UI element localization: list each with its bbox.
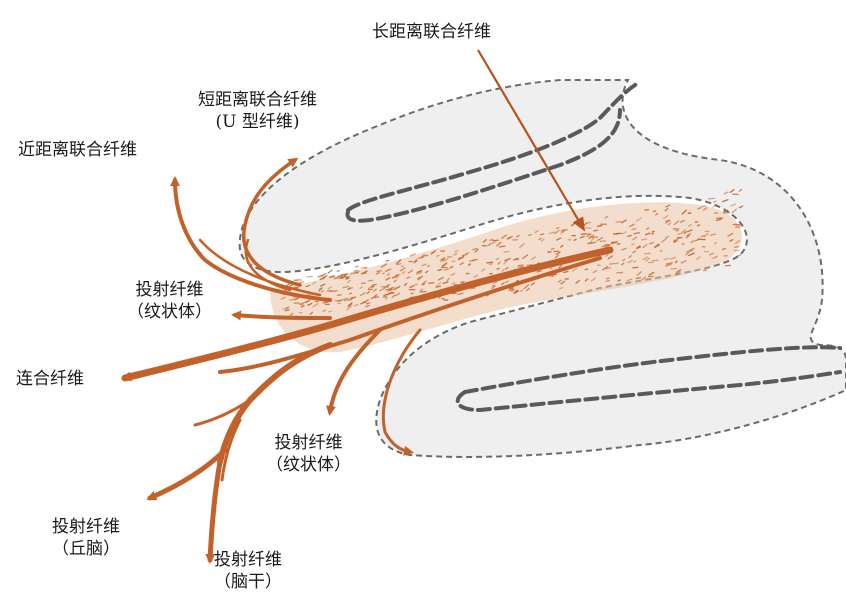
speckle	[397, 264, 401, 265]
speckle	[354, 270, 357, 271]
speckle	[618, 280, 620, 281]
speckle	[455, 251, 458, 252]
label-projection-thalamus: 投射纤维 （丘脑）	[52, 516, 120, 560]
speckle	[682, 244, 684, 245]
speckle	[438, 270, 441, 271]
speckle	[377, 271, 381, 272]
label-projection-brainstem: 投射纤维 （脑干）	[214, 549, 282, 593]
speckle	[606, 268, 611, 269]
speckle	[367, 303, 370, 304]
speckle	[529, 234, 531, 235]
speckle	[616, 263, 618, 264]
speckle	[607, 278, 609, 279]
speckle	[674, 241, 677, 242]
speckle	[425, 255, 428, 256]
speckle	[462, 255, 464, 256]
speckle	[632, 229, 636, 230]
label-long-association: 长距离联合纤维	[372, 21, 491, 43]
speckle	[632, 244, 634, 245]
speckle	[500, 246, 505, 247]
speckle	[594, 230, 598, 231]
speckle	[671, 268, 676, 269]
speckle	[299, 282, 304, 283]
speckle	[713, 206, 715, 207]
speckle	[307, 276, 312, 277]
speckle	[587, 222, 591, 223]
speckle	[333, 291, 337, 292]
speckle	[610, 263, 615, 264]
speckle	[552, 249, 554, 250]
speckle	[678, 234, 680, 235]
speckle	[321, 274, 325, 276]
speckle	[606, 281, 609, 282]
label-short-association: 短距离联合纤维 (U 型纤维)	[198, 89, 317, 133]
speckle	[386, 260, 389, 261]
speckle	[645, 253, 651, 254]
speckle	[383, 297, 386, 298]
speckle	[496, 258, 498, 259]
speckle	[411, 293, 413, 294]
label-projection-striatum-lower: 投射纤维 （纹状体）	[266, 432, 351, 476]
speckle	[350, 293, 352, 294]
speckle	[351, 297, 356, 298]
speckle	[556, 228, 558, 229]
speckle	[487, 262, 493, 263]
speckle	[285, 310, 289, 311]
speckle	[560, 288, 563, 289]
speckle	[562, 230, 568, 231]
speckle	[518, 265, 523, 266]
speckle	[338, 276, 342, 277]
speckle	[451, 267, 453, 268]
speckle	[390, 293, 393, 294]
speckle	[701, 206, 706, 207]
speckle	[350, 273, 352, 274]
speckle	[581, 234, 586, 235]
speckle	[634, 261, 636, 262]
speckle	[664, 259, 668, 260]
speckle	[574, 239, 576, 240]
speckle	[459, 258, 461, 259]
speckle	[649, 262, 654, 263]
speckle	[286, 307, 288, 308]
speckle	[652, 233, 654, 234]
speckle	[428, 266, 430, 267]
speckle	[436, 256, 439, 257]
speckle	[704, 270, 707, 271]
speckle	[652, 231, 654, 232]
speckle	[715, 256, 717, 257]
speckle	[328, 270, 332, 273]
speckle	[344, 300, 346, 301]
speckle	[592, 237, 597, 238]
speckle	[598, 226, 602, 227]
speckle	[616, 222, 621, 223]
speckle	[381, 286, 383, 287]
speckle	[330, 291, 332, 292]
speckle	[473, 259, 477, 260]
speckle	[356, 266, 358, 267]
speckle	[716, 220, 720, 221]
speckle	[375, 295, 377, 296]
label-commissural: 连合纤维	[16, 368, 84, 390]
speckle	[422, 284, 424, 285]
speckle	[301, 306, 303, 307]
speckle	[628, 235, 631, 236]
speckle	[402, 266, 404, 267]
speckle	[346, 277, 348, 278]
speckle	[537, 271, 541, 272]
speckle	[550, 268, 552, 269]
label-near-association: 近距离联合纤维	[18, 139, 137, 161]
speckle	[698, 225, 700, 226]
speckle	[368, 280, 372, 281]
speckle	[735, 247, 738, 248]
speckle	[540, 234, 543, 235]
label-projection-striatum-upper: 投射纤维 （纹状体）	[127, 279, 212, 323]
speckle	[320, 288, 322, 289]
